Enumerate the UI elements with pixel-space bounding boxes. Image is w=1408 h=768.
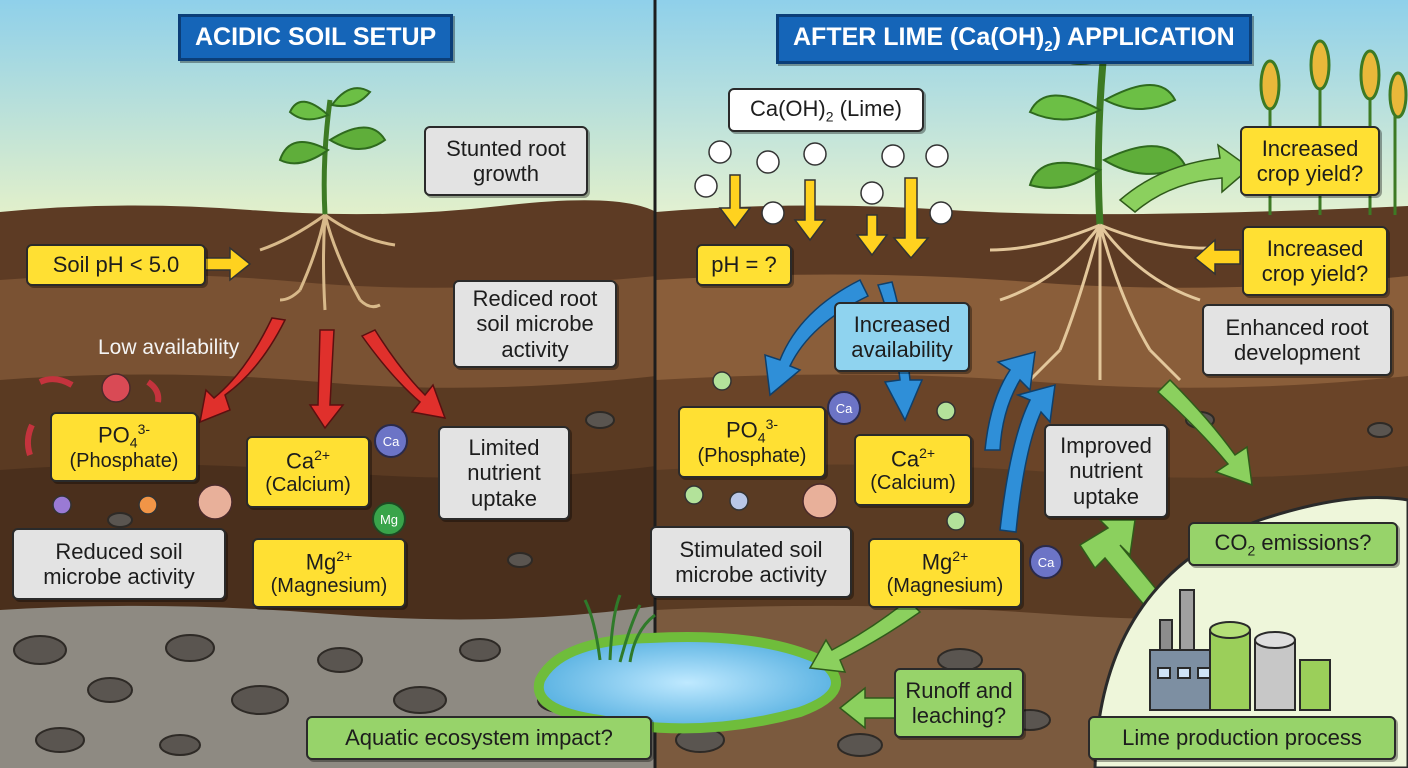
- co2-emissions-label: CO2 emissions?: [1188, 522, 1398, 566]
- lime-particles: [694, 140, 953, 225]
- reduced-microbe-label: Reduced soil microbe activity: [12, 528, 226, 600]
- green-arrows: [808, 143, 1347, 730]
- ion-ca-right-1: Ca: [827, 391, 861, 425]
- right-panel-title: AFTER LIME (Ca(OH)2) APPLICATION: [776, 14, 1252, 64]
- lime-label: Ca(OH)2 (Lime): [728, 88, 924, 132]
- ph-question-label: pH = ?: [696, 244, 792, 286]
- left-panel-title: ACIDIC SOIL SETUP: [178, 14, 454, 61]
- increased-availability-label: Increased availability: [834, 302, 970, 372]
- roots-left: [259, 213, 396, 311]
- reduced-root-microbe-label: Rediced root soil microbe activity: [453, 280, 617, 368]
- runoff-leaching-label: Runoff and leaching?: [894, 668, 1024, 738]
- stimulated-microbe-label: Stimulated soil microbe activity: [650, 526, 852, 598]
- aquatic-impact-label: Aquatic ecosystem impact?: [306, 716, 652, 760]
- improved-uptake-label: Improved nutrient uptake: [1044, 424, 1168, 518]
- calcium-left-label: Ca2+ (Calcium): [246, 436, 370, 508]
- red-arrows: [199, 317, 447, 430]
- pond: [533, 631, 841, 734]
- crop-yield-top-label: Increased crop yield?: [1240, 126, 1380, 196]
- ion-ca-right-2: Ca: [1029, 545, 1063, 579]
- phosphate-left-label: PO43- (Phosphate): [50, 412, 198, 482]
- magnesium-left-label: Mg2+ (Magnesium): [252, 538, 406, 608]
- calcium-right-label: Ca2+ (Calcium): [854, 434, 972, 506]
- lime-production-label: Lime production process: [1088, 716, 1396, 760]
- factory: [1149, 589, 1331, 711]
- pond-reeds: [583, 594, 656, 663]
- low-availability-text: Low availability: [98, 336, 240, 359]
- crop-yield-arrow: [1193, 238, 1241, 276]
- limited-uptake-label: Limited nutrient uptake: [438, 426, 570, 520]
- plant-left: [278, 87, 387, 216]
- enhanced-root-label: Enhanced root development: [1202, 304, 1392, 376]
- ion-mg-left: Mg: [372, 502, 406, 536]
- microbes: [24, 373, 838, 520]
- lime-arrows: [718, 174, 930, 260]
- stunted-root-label: Stunted root growth: [424, 126, 588, 196]
- phosphate-right-label: PO43- (Phosphate): [678, 406, 826, 478]
- roots-right: [989, 223, 1216, 382]
- ion-ca-left: Ca: [374, 424, 408, 458]
- magnesium-right-label: Mg2+ (Magnesium): [868, 538, 1022, 608]
- soil-ph-arrow: [204, 246, 252, 282]
- soil-ph-label: Soil pH < 5.0: [26, 244, 206, 286]
- crop-yield-mid-label: Increased crop yield?: [1242, 226, 1388, 296]
- nutrient-dots: [52, 371, 966, 531]
